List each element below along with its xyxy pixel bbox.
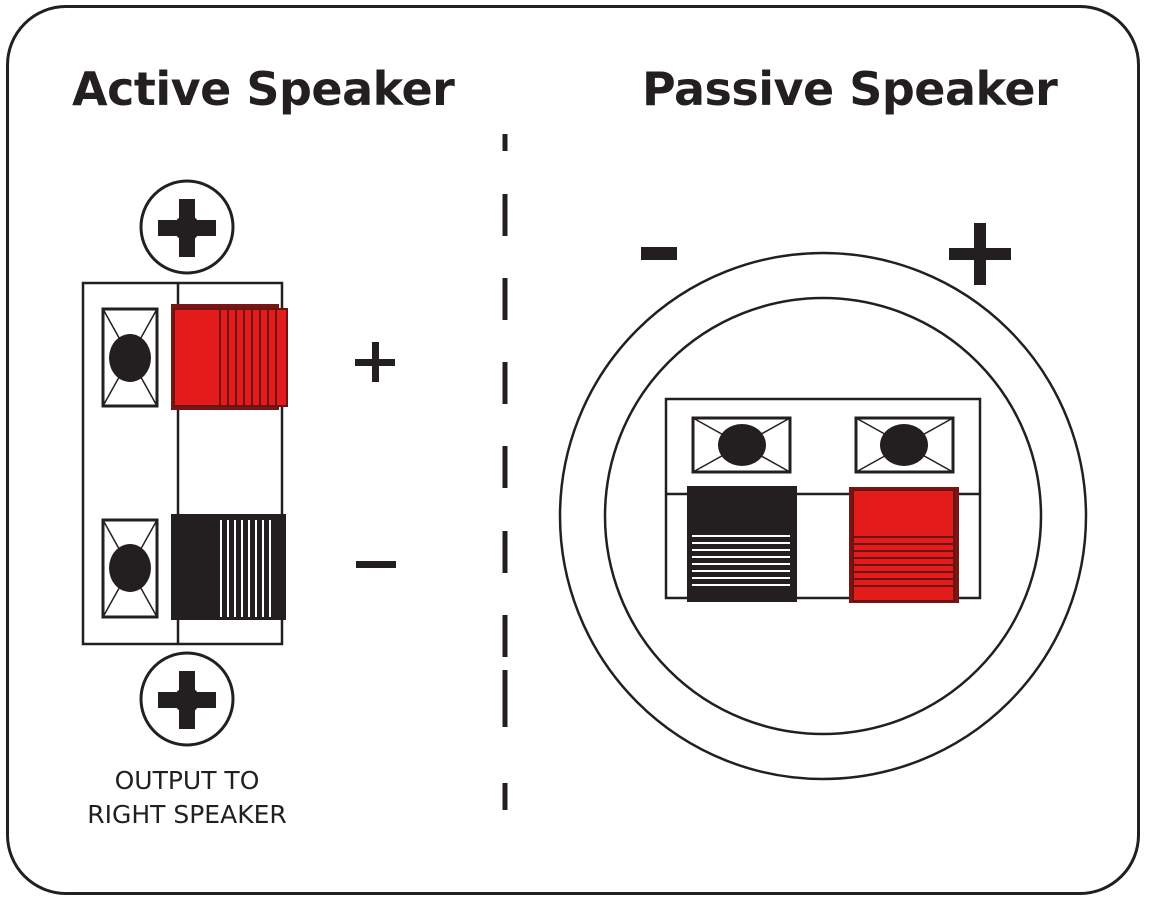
output-caption: OUTPUT TO RIGHT SPEAKER xyxy=(72,764,302,832)
passive-speaker-title: Passive Speaker xyxy=(642,62,1058,116)
screw-icon-top xyxy=(139,179,235,275)
diagram-frame xyxy=(6,5,1140,895)
minus-sign-icon xyxy=(356,561,396,568)
active-negative-terminal[interactable] xyxy=(101,514,286,620)
plus-sign-icon xyxy=(355,342,395,382)
screw-icon-bottom xyxy=(139,651,235,747)
caption-line-2: RIGHT SPEAKER xyxy=(87,800,287,829)
active-positive-terminal[interactable] xyxy=(101,304,288,410)
passive-positive-terminal[interactable] xyxy=(849,416,959,603)
inner-ring xyxy=(603,296,1043,736)
active-speaker-panel xyxy=(81,179,396,747)
passive-minus-sign-icon xyxy=(641,247,677,260)
outer-ring xyxy=(558,251,1088,781)
passive-speaker-panel xyxy=(558,223,1088,781)
passive-plus-sign-icon xyxy=(949,223,1011,285)
active-speaker-title: Active Speaker xyxy=(72,62,455,116)
caption-line-1: OUTPUT TO xyxy=(114,766,260,795)
passive-negative-terminal[interactable] xyxy=(687,416,797,602)
